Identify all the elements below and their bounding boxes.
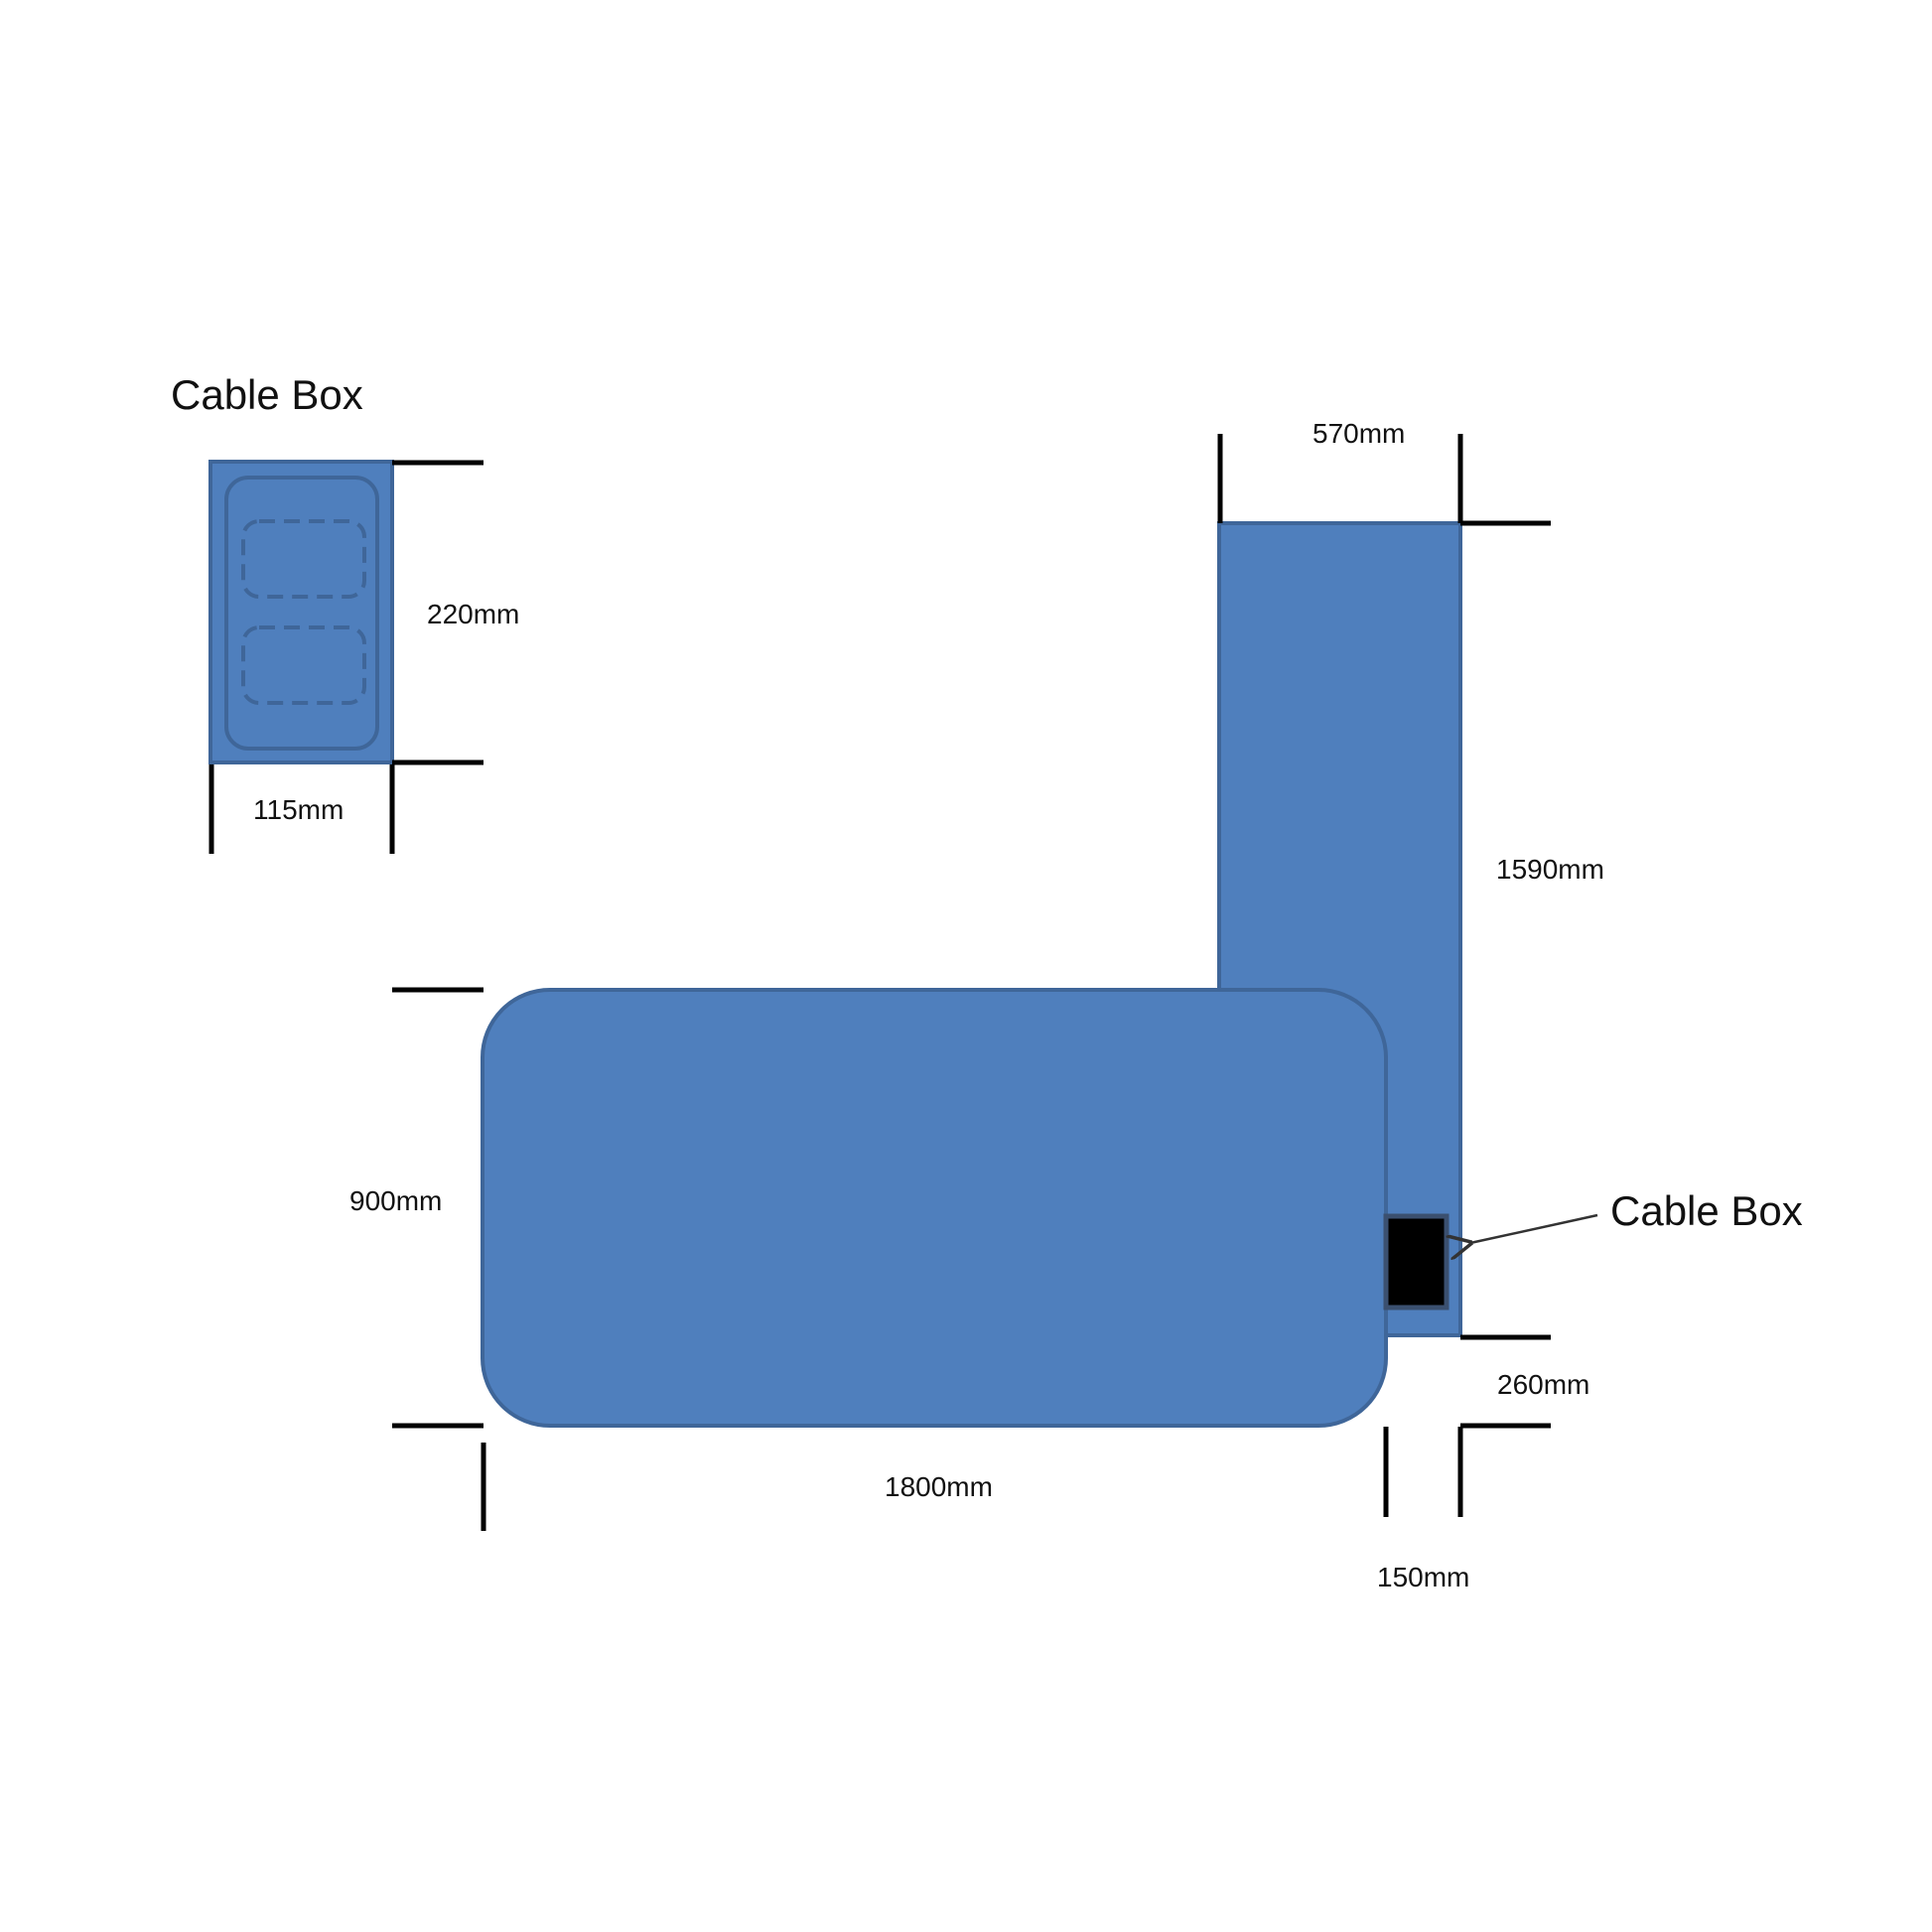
cable-box-detail-title: Cable Box [171, 371, 363, 418]
cable-box-height-label: 220mm [427, 599, 519, 629]
return-length-label: 1590mm [1496, 854, 1604, 885]
cable-box-detail-body [208, 460, 394, 764]
gap-label: 150mm [1377, 1562, 1469, 1592]
offset-label: 260mm [1497, 1369, 1589, 1400]
gap-dimension [1383, 1427, 1463, 1517]
return-width-dimension [1217, 434, 1551, 526]
cable-box-detail-lid-outline [224, 476, 379, 751]
return-width-label: 570mm [1312, 418, 1405, 449]
offset-dimension [1460, 1334, 1551, 1429]
cable-box-callout-label: Cable Box [1610, 1187, 1803, 1234]
cable-box-detail-width-dimension [208, 764, 395, 854]
cable-box-socket-lower [241, 625, 366, 705]
cable-box-callout-arrow [1470, 1213, 1598, 1243]
desk-length-label: 1800mm [885, 1471, 993, 1502]
desk-depth-dimension [392, 987, 483, 1429]
cable-box-width-label: 115mm [253, 794, 344, 825]
cable-box-socket-upper [241, 519, 366, 599]
desk-depth-label: 900mm [349, 1185, 442, 1216]
main-desk-top [481, 988, 1388, 1428]
cable-box-detail-height-dimension [392, 460, 483, 765]
cable-box-on-desk [1383, 1213, 1449, 1311]
